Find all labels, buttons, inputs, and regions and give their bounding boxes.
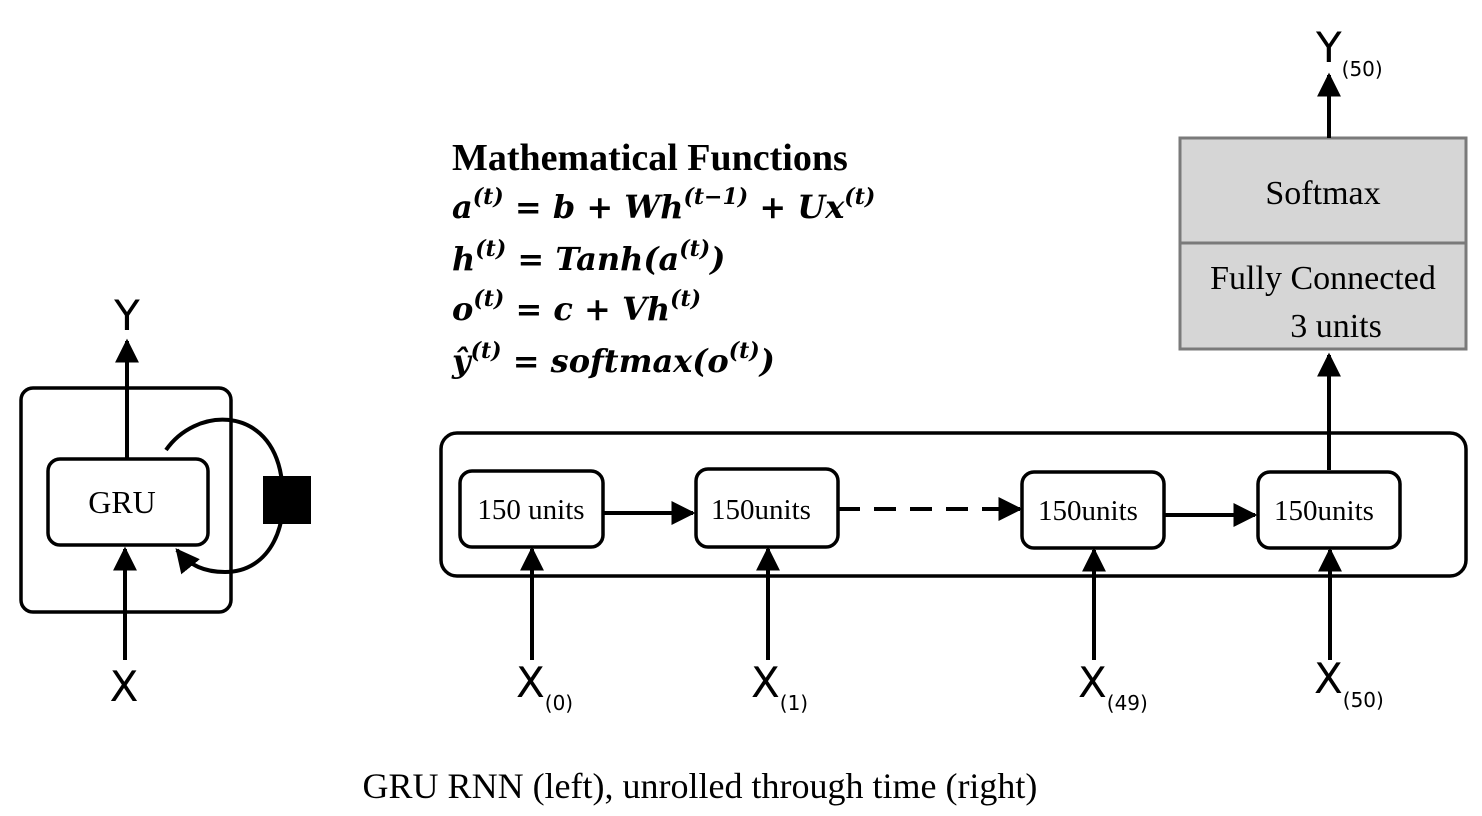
fully-connected-units: 3 units xyxy=(1290,308,1382,345)
delay-square xyxy=(263,476,311,524)
cell-box-49 xyxy=(1020,470,1166,550)
gru-cell-label: GRU xyxy=(88,484,156,520)
equation-4: ŷ(t) = softmax(o(t)) xyxy=(451,338,775,380)
folded-output-label: Y xyxy=(113,291,140,340)
equation-1: a(t) = b + Wh(t−1) + Ux(t) xyxy=(452,184,875,226)
input-label-0: X(0) xyxy=(516,658,573,715)
equations: Mathematical Functions a(t) = b + Wh(t−1… xyxy=(451,137,875,380)
folded-input-label: X xyxy=(110,662,139,711)
equations-heading: Mathematical Functions xyxy=(452,137,848,179)
softmax-label: Softmax xyxy=(1265,175,1380,212)
fully-connected-label: Fully Connected xyxy=(1210,260,1436,297)
equation-2: h(t) = Tanh(a(t)) xyxy=(452,236,725,278)
input-label-50: X(50) xyxy=(1314,654,1384,712)
cell-box-1 xyxy=(694,467,840,549)
gru-cell-box xyxy=(46,457,210,547)
figure-caption: GRU RNN (left), unrolled through time (r… xyxy=(363,766,1038,806)
input-label-1: X(1) xyxy=(751,658,808,715)
cell-box-50 xyxy=(1256,470,1402,550)
cell-box-0 xyxy=(458,469,605,549)
equation-3: o(t) = c + Vh(t) xyxy=(452,286,701,328)
softmax-box xyxy=(1178,136,1468,245)
folded-gru: GRU Y X xyxy=(19,291,311,711)
cell-label-50: 150units xyxy=(1274,495,1374,527)
output-label: Y(50) xyxy=(1315,23,1383,81)
unrolled-network: 150 units 150units 150units 150units X(0… xyxy=(439,23,1468,715)
cell-label-49: 150units xyxy=(1038,495,1138,527)
fully-connected-box xyxy=(1178,241,1468,351)
cell-label-0: 150 units xyxy=(477,494,584,526)
cell-label-1: 150units xyxy=(711,494,811,526)
input-label-49: X(49) xyxy=(1078,658,1148,715)
